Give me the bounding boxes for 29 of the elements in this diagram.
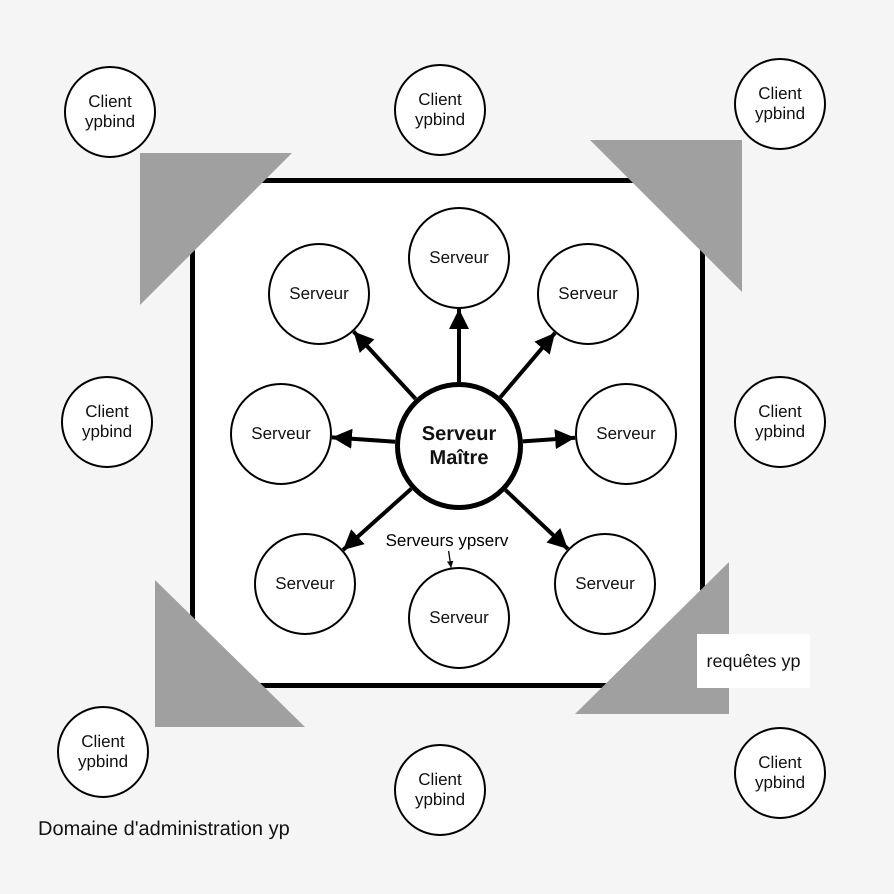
- arrow: [522, 429, 576, 450]
- node-label: Client ypbind: [76, 732, 130, 772]
- arrow: [342, 487, 413, 552]
- node-label: Serveur: [274, 574, 336, 594]
- node-label: Client ypbind: [414, 90, 466, 130]
- node-label: Serveur: [250, 424, 312, 444]
- arrow: [446, 550, 454, 568]
- node-label: Client ypbind: [754, 402, 806, 442]
- node-label: Serveur: [428, 248, 490, 268]
- node-label: Client ypbind: [80, 402, 134, 442]
- node-label: Serveur: [428, 608, 490, 628]
- node-label: Serveur: [557, 284, 619, 304]
- arrow: [504, 488, 570, 550]
- node-label: Client ypbind: [754, 84, 806, 124]
- callout-label: requêtes yp: [697, 634, 810, 688]
- arrow: [449, 309, 469, 382]
- node-label: Client ypbind: [754, 753, 806, 793]
- arrow: [332, 428, 396, 449]
- arrow: [498, 332, 557, 398]
- domain-caption: Domaine d'administration yp: [38, 818, 290, 841]
- domain-box: [190, 178, 705, 688]
- node-label: Client ypbind: [84, 92, 136, 132]
- group-label: Serveurs ypserv: [384, 531, 510, 551]
- node-label: Serveur: [595, 424, 657, 444]
- node-label: Serveur: [288, 284, 350, 304]
- node-label: Serveur: [574, 574, 636, 594]
- master-label: Serveur Maître: [420, 422, 498, 470]
- node-label: Client ypbind: [414, 770, 466, 810]
- arrow: [352, 330, 418, 400]
